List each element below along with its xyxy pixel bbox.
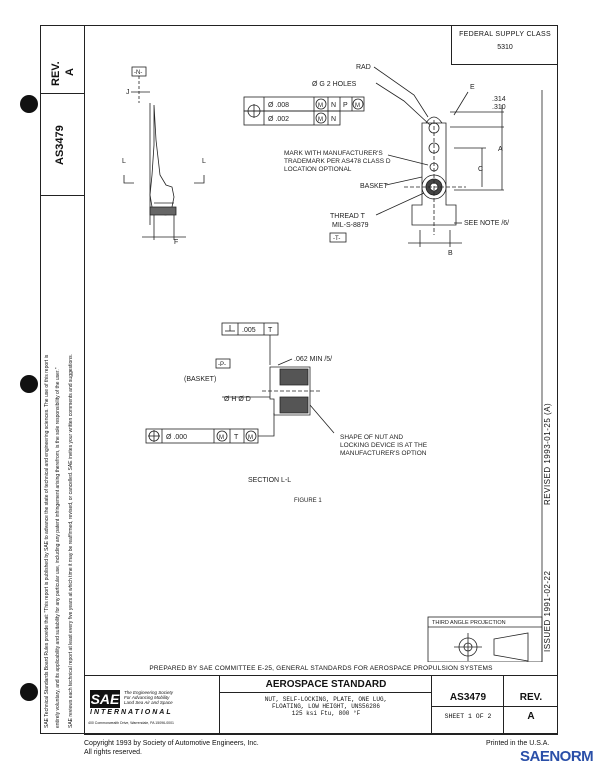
see-note: SEE NOTE /6/ bbox=[464, 220, 509, 227]
dim-e-label: E bbox=[470, 84, 475, 91]
section-l-right: L bbox=[202, 158, 206, 165]
side-doc-box bbox=[40, 25, 84, 196]
dim-j-label: J bbox=[126, 89, 130, 96]
fcf2-ref1: N bbox=[331, 116, 336, 123]
desc-line-3: 125 ksi Ftu, 800 °F bbox=[291, 710, 361, 717]
issued-date: ISSUED 1991-02-22 bbox=[543, 570, 552, 652]
side-rev-value: A bbox=[64, 68, 76, 76]
section-l-left: L bbox=[122, 158, 126, 165]
fcf1-ref1: N bbox=[331, 102, 336, 109]
drawing-frame bbox=[84, 25, 558, 734]
dim-310: .310 bbox=[492, 104, 506, 111]
fcf3-tol: Ø .000 bbox=[166, 434, 187, 441]
datum-p-label: -P- bbox=[218, 362, 226, 368]
figure-title: FIGURE 1 bbox=[294, 498, 322, 504]
prepared-by: PREPARED BY SAE COMMITTEE E-25, GENERAL … bbox=[84, 662, 558, 676]
title-doc-number: AS3479 bbox=[449, 692, 487, 703]
front-view bbox=[404, 116, 466, 235]
fsc-value: 5310 bbox=[497, 44, 513, 51]
title-cell bbox=[220, 676, 432, 734]
side-rev-label: REV. bbox=[50, 61, 62, 86]
dim-314: .314 bbox=[492, 96, 506, 103]
sae-notice-line-1: SAE Technical Standards Board Rules prov… bbox=[44, 354, 50, 728]
nut-side-base bbox=[149, 206, 177, 216]
nut-side-profile bbox=[149, 104, 175, 216]
shape-note: SHAPE OF NUT AND LOCKING DEVICE IS AT TH… bbox=[340, 434, 429, 457]
fcf1-mod: M bbox=[318, 103, 323, 109]
sae-tag-2: For Advancing Mobility bbox=[124, 695, 170, 700]
sae-logo: SAE bbox=[90, 690, 120, 708]
punch-hole-middle bbox=[20, 375, 38, 393]
basket-label: BASKET bbox=[360, 183, 388, 190]
fcf1-ref2: P bbox=[343, 102, 348, 109]
rad-label: RAD bbox=[356, 64, 371, 71]
mark-note: MARK WITH MANUFACTURER'S TRADEMARK PER A… bbox=[284, 150, 392, 173]
fcf3-ref: T bbox=[234, 434, 239, 441]
punch-hole-top bbox=[20, 95, 38, 113]
standard-heading: AEROSPACE STANDARD bbox=[265, 679, 387, 690]
fcf2-mod: M bbox=[318, 117, 323, 123]
section-ll: .005 T .062 MIN /5/ -P- (BASKET) Ø H Ø D… bbox=[145, 322, 335, 444]
basket-paren: (BASKET) bbox=[184, 376, 216, 383]
dia-hd: Ø H Ø D bbox=[224, 396, 251, 403]
fcf1-tol: Ø .008 bbox=[268, 102, 289, 109]
dim-c-label: C bbox=[478, 166, 483, 173]
thread-spec: MIL-S-8879 bbox=[332, 222, 369, 229]
title-rev-label: REV. bbox=[519, 692, 543, 703]
thread-label: THREAD T bbox=[330, 213, 366, 220]
desc-line-2: FLOATING, LOW HEIGHT, UNS56286 bbox=[271, 703, 381, 710]
standard-description: NUT, SELF-LOCKING, PLATE, ONE LUG, FLOAT… bbox=[220, 696, 432, 717]
holes-label: Ø G 2 HOLES bbox=[312, 81, 357, 88]
sae-address: 400 Commonwealth Drive, Warrendale, PA 1… bbox=[88, 721, 174, 725]
projection-box bbox=[427, 616, 543, 662]
fcf3-mod: M bbox=[219, 435, 224, 441]
dim-b-label: B bbox=[448, 250, 453, 257]
punch-hole-bottom bbox=[20, 683, 38, 701]
sae-tagline: The Engineering Society For Advancing Mo… bbox=[124, 690, 173, 705]
sheet-number: SHEET 1 OF 2 bbox=[444, 713, 492, 720]
rights-reserved: All rights reserved. bbox=[84, 749, 142, 756]
side-column bbox=[40, 25, 84, 734]
sae-international: INTERNATIONAL bbox=[90, 709, 173, 716]
docnum-cell bbox=[432, 676, 504, 734]
sae-notice-line-3: SAE reviews each technical report at lea… bbox=[68, 354, 74, 728]
desc-line-1: NUT, SELF-LOCKING, PLATE, ONE LUG, bbox=[264, 696, 388, 703]
dim-f-label: F bbox=[174, 239, 178, 246]
min-dim: .062 MIN /5/ bbox=[294, 356, 332, 363]
side-doc-number: AS3479 bbox=[54, 125, 66, 165]
title-rev-value: A bbox=[527, 711, 535, 722]
fcf-top: Ø .008 M N P M Ø .002 M N bbox=[243, 96, 365, 126]
sae-tag-1: The Engineering Society bbox=[124, 690, 174, 695]
perp-ref: T bbox=[268, 327, 273, 334]
fcf1-ref3: M bbox=[355, 103, 360, 109]
dim-a-label: A bbox=[498, 146, 503, 153]
projection-label: THIRD ANGLE PROJECTION bbox=[432, 620, 506, 626]
copyright: Copyright 1993 by Society of Automotive … bbox=[84, 740, 259, 747]
perp-tol: .005 bbox=[242, 327, 256, 334]
revised-date: REVISED 1993-01-25 (A) bbox=[543, 402, 552, 505]
side-rev-box bbox=[40, 25, 84, 94]
printed-in: Printed in the U.S.A. bbox=[486, 740, 550, 747]
watermark-logo: SAENORM bbox=[520, 748, 594, 765]
title-block bbox=[84, 676, 558, 735]
datum-n-label: -N- bbox=[134, 70, 142, 76]
fcf3-ref-mod: M bbox=[248, 435, 253, 441]
technical-drawing: -N- J F L L Ø .008 M N P M Ø .002 M N bbox=[122, 64, 543, 662]
sae-notice-line-2: entirely voluntary, and its applicabilit… bbox=[55, 367, 61, 728]
fcf2-tol: Ø .002 bbox=[268, 116, 289, 123]
fsc-label: FEDERAL SUPPLY CLASS bbox=[459, 31, 551, 38]
sae-tag-3: Land Sea Air and Space bbox=[124, 700, 173, 705]
federal-supply-class-box: FEDERAL SUPPLY CLASS 5310 bbox=[451, 25, 558, 65]
datum-t-label: -T- bbox=[333, 236, 340, 242]
sae-cell bbox=[84, 676, 220, 734]
section-title: SECTION L-L bbox=[248, 477, 291, 484]
